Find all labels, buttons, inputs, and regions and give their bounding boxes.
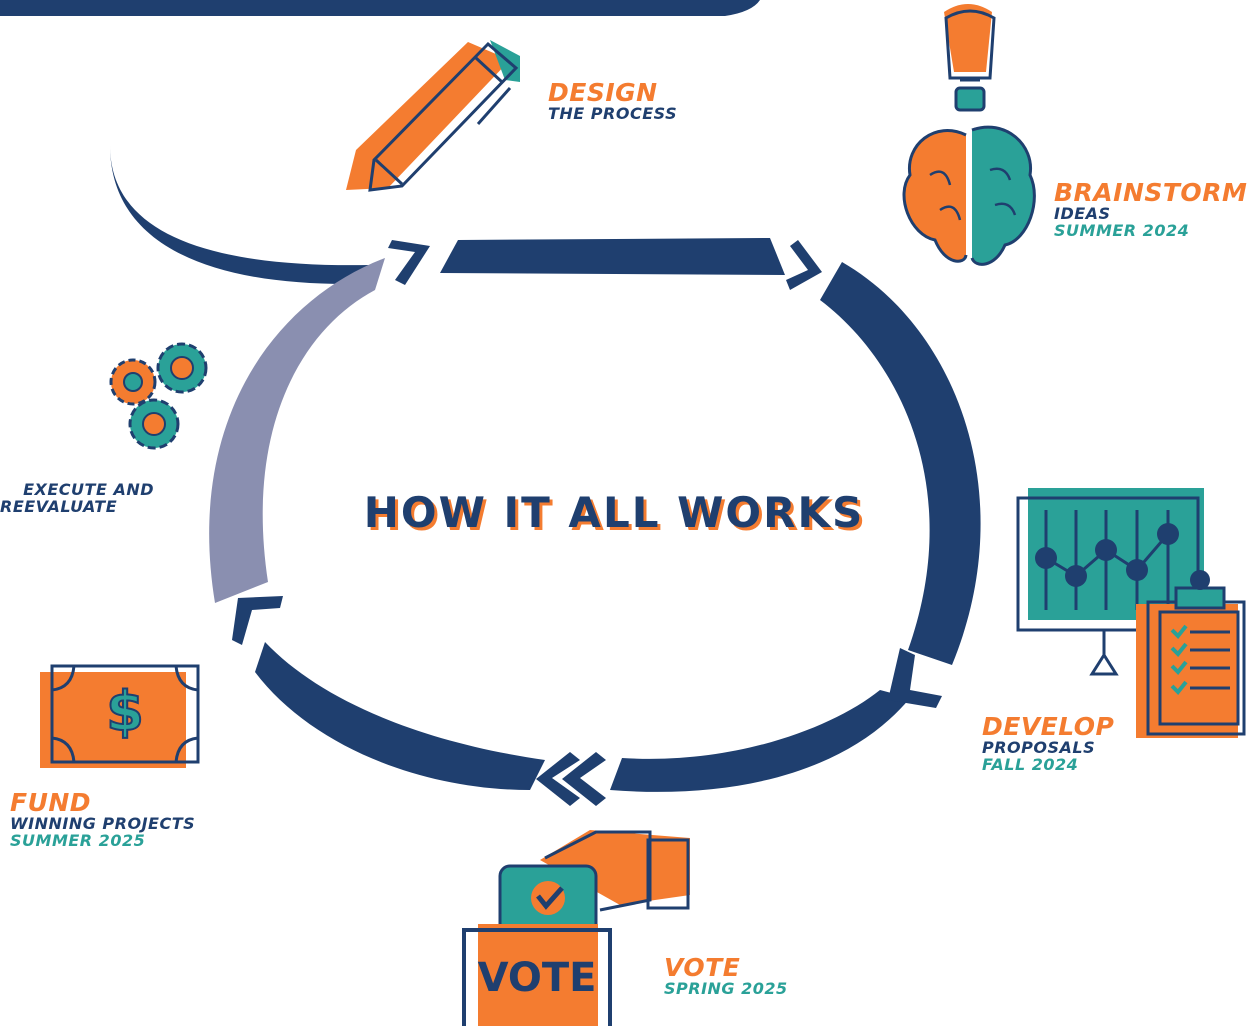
step-fund-subtitle: WINNING PROJECTS	[10, 814, 196, 834]
step-vote-title: VOTE	[664, 953, 741, 982]
cycle-arc-execute	[209, 258, 385, 603]
cycle-arc-bottom-right	[610, 690, 910, 792]
brain-lightbulb-icon	[902, 4, 1036, 266]
step-develop: DEVELOP PROPOSALS FALL 2024	[982, 712, 1115, 775]
step-brainstorm-title: BRAINSTORM	[1054, 178, 1248, 207]
step-design-title: DESIGN	[548, 78, 658, 107]
chart-clipboard-icon	[1016, 488, 1246, 738]
gear-small	[109, 358, 157, 406]
gear-large-bottom	[128, 398, 180, 450]
step-vote-date: SPRING 2025	[664, 979, 788, 999]
ballot-box-label: VOTE	[478, 955, 597, 1001]
step-develop-title: DEVELOP	[982, 712, 1115, 741]
step-design-subtitle: THE PROCESS	[548, 104, 678, 124]
step-execute-line2: REEVALUATE	[0, 496, 118, 516]
cycle-arc-top	[440, 238, 785, 275]
step-vote: VOTE SPRING 2025	[664, 953, 788, 999]
dollar-sign: $	[106, 680, 144, 743]
cycle-arc-right	[820, 262, 981, 665]
money-bill-icon: $	[40, 664, 200, 768]
step-execute: EXECUTE AND REEVALUATE	[0, 480, 154, 516]
gear-large-top	[156, 342, 208, 394]
step-fund: FUND WINNING PROJECTS SUMMER 2025	[10, 788, 196, 851]
step-develop-date: FALL 2024	[982, 755, 1079, 775]
gears-icon	[109, 342, 208, 450]
chevron-top-left	[388, 240, 430, 285]
diagram-title: HOW IT ALL WORKS	[363, 488, 865, 537]
pencil-icon	[346, 40, 520, 192]
step-brainstorm-date: SUMMER 2024	[1054, 221, 1190, 241]
step-brainstorm: BRAINSTORM IDEAS SUMMER 2024	[1054, 178, 1248, 241]
step-execute-line1: EXECUTE AND	[23, 480, 154, 499]
chevron-top-right	[786, 240, 822, 290]
step-fund-date: SUMMER 2025	[10, 831, 146, 851]
chevron-left	[232, 596, 283, 645]
step-develop-subtitle: PROPOSALS	[982, 738, 1096, 758]
chevron-bottom-2	[536, 752, 580, 806]
ballot-box-icon: VOTE	[462, 830, 690, 1026]
step-fund-title: FUND	[10, 788, 92, 817]
chevron-bottom-1	[562, 752, 606, 806]
chevrons	[232, 240, 942, 806]
chevron-right	[888, 648, 942, 708]
header-bar	[0, 0, 760, 16]
step-brainstorm-subtitle: IDEAS	[1054, 204, 1111, 224]
cycle-arc-bottom-left	[255, 642, 545, 790]
tail-curve	[110, 145, 370, 285]
step-design: DESIGN THE PROCESS	[548, 78, 678, 124]
